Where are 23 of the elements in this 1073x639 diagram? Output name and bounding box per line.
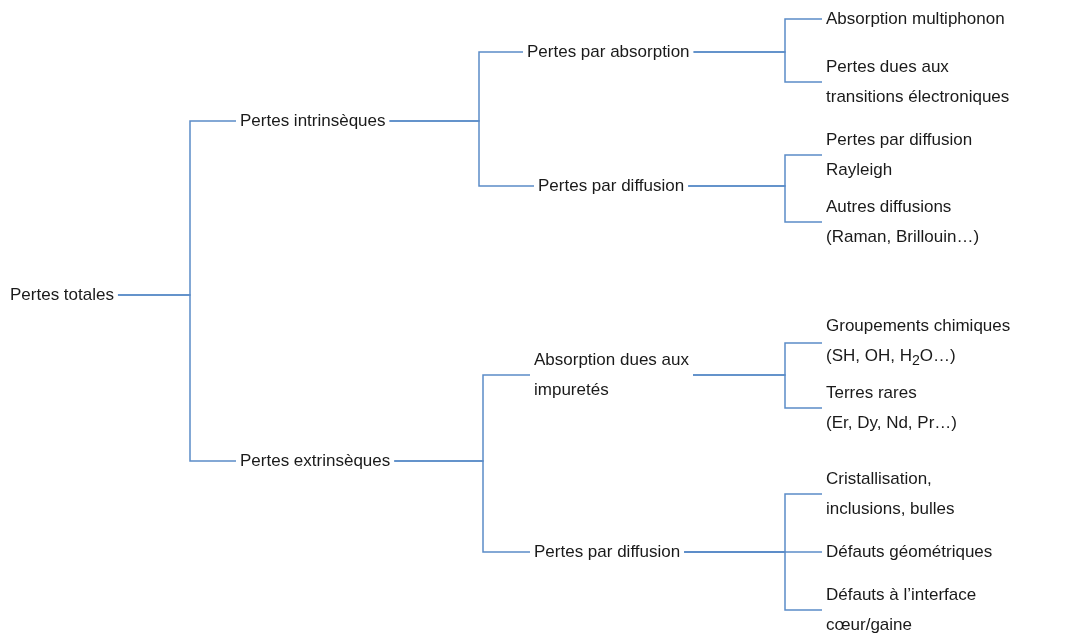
node-label: Pertes totales bbox=[6, 280, 118, 310]
connector-line bbox=[683, 551, 823, 611]
node-label: Défauts géométriques bbox=[822, 537, 997, 567]
node-label: Absorption multiphonon bbox=[822, 4, 1009, 34]
node-label: Pertes intrinsèques bbox=[236, 106, 390, 136]
node-label: Absorption dues aux impuretés bbox=[530, 345, 693, 405]
connector-line bbox=[692, 51, 823, 83]
node-label: Pertes par absorption bbox=[523, 37, 694, 67]
node-label: Cristallisation, inclusions, bulles bbox=[822, 464, 959, 524]
node-label: Défauts à l’interface cœur/gaine bbox=[822, 580, 981, 639]
node-label: Pertes dues aux transitions électroniques bbox=[822, 52, 1014, 112]
node-label: Pertes par diffusion bbox=[534, 171, 689, 201]
node-label: Autres diffusions (Raman, Brillouin…) bbox=[822, 192, 984, 252]
connector-line bbox=[117, 294, 237, 462]
connector-line bbox=[692, 374, 823, 409]
node-label: Pertes extrinsèques bbox=[236, 446, 395, 476]
connector-line bbox=[687, 185, 823, 223]
node-label: Pertes par diffusion bbox=[530, 537, 685, 567]
node-label: Pertes par diffusion Rayleigh bbox=[822, 125, 977, 185]
node-label: Terres rares (Er, Dy, Nd, Pr…) bbox=[822, 378, 961, 438]
connector-line bbox=[388, 120, 535, 187]
node-label: Groupements chimiques (SH, OH, H$_{2}$O…) bbox=[822, 310, 1015, 376]
connector-line bbox=[393, 460, 531, 553]
